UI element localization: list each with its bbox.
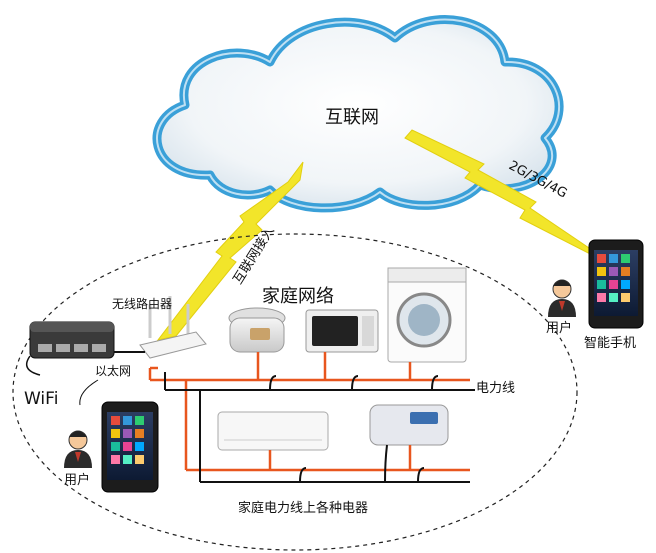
user-right-label: 用户 [546, 320, 572, 336]
power-line-label: 电力线 [476, 381, 515, 396]
home-boundary [12, 233, 578, 551]
wireless-router [139, 296, 207, 359]
wifi-label: WiFi [24, 389, 58, 409]
user-left-label: 用户 [64, 472, 90, 488]
ethernet-label: 以太网 [95, 363, 131, 378]
rice-cooker [228, 307, 286, 353]
router-label: 无线路由器 [112, 296, 172, 311]
user-right-avatar [548, 279, 576, 317]
internet-cloud: 互联网 [152, 14, 564, 213]
home-network-title: 家庭网络 [262, 286, 334, 307]
lightning-internet-access [156, 161, 304, 341]
user-left-avatar [64, 430, 92, 468]
cloud-label: 互联网 [325, 107, 379, 128]
washing-machine [387, 267, 467, 363]
air-conditioner [217, 411, 329, 451]
smartphone-label: 智能手机 [584, 336, 636, 351]
smartphone-left [101, 401, 159, 493]
microwave-oven [305, 309, 379, 353]
water-heater [369, 404, 449, 446]
power-line-network [148, 352, 475, 483]
power-line-caption: 家庭电力线上各种电器 [238, 500, 368, 516]
ethernet-switch [29, 321, 115, 359]
smartphone-right [588, 239, 644, 329]
